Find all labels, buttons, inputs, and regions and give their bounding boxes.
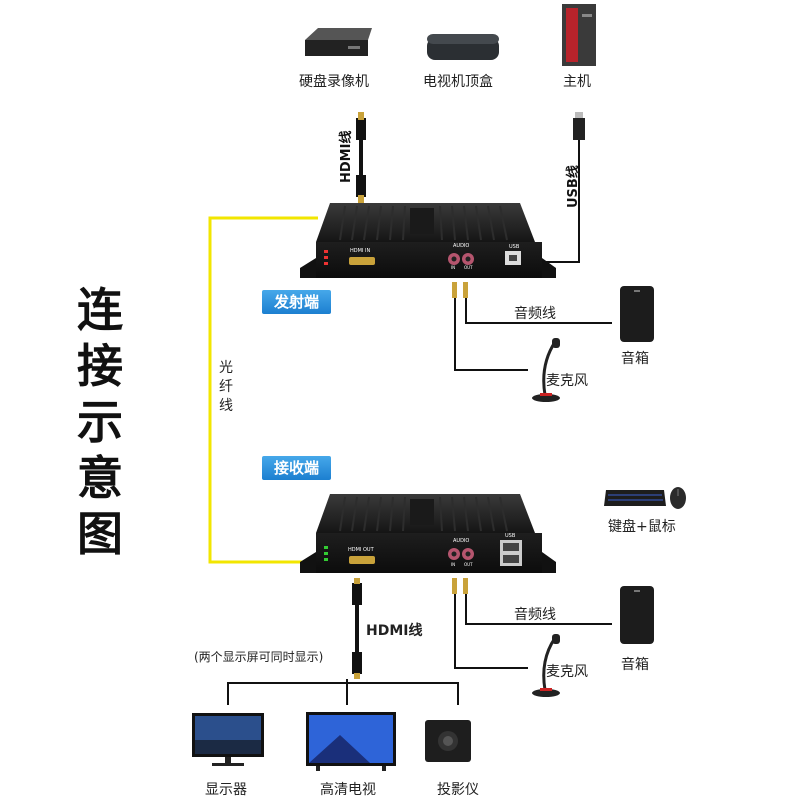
mic-bottom-label: 麦克风	[546, 664, 588, 680]
heatsink-fins-bottom	[339, 496, 508, 532]
projector-icon	[425, 720, 471, 762]
keyboard-mouse-icon	[604, 487, 686, 509]
fiber-label-char: 线	[219, 398, 233, 414]
title-char: 图	[77, 507, 123, 561]
speaker-bottom-label: 音箱	[621, 657, 649, 673]
speaker-bottom-icon	[620, 586, 654, 644]
audio-cable-bottom-label: 音频线	[514, 607, 556, 623]
diagram-title: 连 接 示 意 图	[72, 282, 128, 562]
audio-cable-top-label: 音频线	[514, 306, 556, 322]
host-pc-icon	[562, 4, 596, 66]
receiver-badge: 接收端	[262, 456, 332, 480]
title-char: 示	[77, 395, 123, 449]
projector-label: 投影仪	[437, 782, 479, 798]
hdmi-cable-top-label: HDMI线	[339, 130, 354, 183]
speaker-top-icon	[620, 286, 654, 342]
heatsink-fins-top	[339, 205, 508, 241]
rx-audio-label: AUDIO	[453, 538, 469, 544]
hdmi-cable-bottom-label: HDMI线	[366, 623, 423, 639]
set-top-box-label: 电视机顶盒	[423, 74, 493, 90]
fiber-label-char: 光	[219, 360, 233, 376]
tx-audio-label: AUDIO	[453, 243, 469, 249]
host-label: 主机	[563, 74, 591, 90]
display-split-lines	[227, 679, 459, 705]
dvr-label: 硬盘录像机	[299, 74, 369, 90]
usb-cable	[542, 112, 585, 263]
tx-audio-cables	[452, 282, 612, 371]
set-top-box-icon	[427, 34, 499, 60]
hdtv-label: 高清电视	[320, 782, 376, 798]
usb-cable-label: USB线	[566, 165, 581, 208]
monitor-icon	[192, 713, 264, 766]
tx-hdmi-port-label: HDMI IN	[350, 248, 370, 254]
mic-top-label: 麦克风	[546, 373, 588, 389]
tx-audio-in-label: IN	[451, 265, 455, 270]
tx-audio-out-label: OUT	[464, 265, 473, 270]
mic-top-icon	[532, 338, 560, 402]
hdmi-cable-bottom	[352, 578, 362, 679]
rx-audio-cables	[452, 578, 612, 669]
rx-audio-out-label: OUT	[464, 562, 473, 567]
keyboard-mouse-label: 键盘+鼠标	[608, 519, 676, 535]
rx-audio-in-label: IN	[451, 562, 455, 567]
monitor-label: 显示器	[205, 782, 247, 798]
title-char: 接	[77, 339, 123, 393]
fiber-cable	[208, 216, 318, 564]
speaker-top-label: 音箱	[621, 351, 649, 367]
transmitter-device: HDMI IN AUDIO IN OUT USB	[300, 203, 556, 278]
receiver-device: HDMI OUT AUDIO IN OUT USB	[300, 494, 556, 573]
fiber-label-char: 纤	[219, 379, 233, 395]
rx-hdmi-port-label: HDMI OUT	[348, 547, 375, 553]
dvr-icon	[305, 28, 372, 56]
dual-display-note: (两个显示屏可同时显示)	[194, 650, 324, 664]
title-char: 连	[77, 283, 123, 337]
mic-bottom-icon	[532, 634, 560, 697]
tx-usb-port-label: USB	[509, 244, 520, 250]
hdmi-cable-top	[356, 112, 366, 203]
fiber-cable-label: 光 纤 线	[218, 359, 234, 416]
transmitter-badge: 发射端	[262, 290, 332, 314]
title-char: 意	[77, 451, 123, 505]
hdtv-icon	[306, 712, 396, 771]
rx-usb-port-label: USB	[505, 533, 516, 539]
